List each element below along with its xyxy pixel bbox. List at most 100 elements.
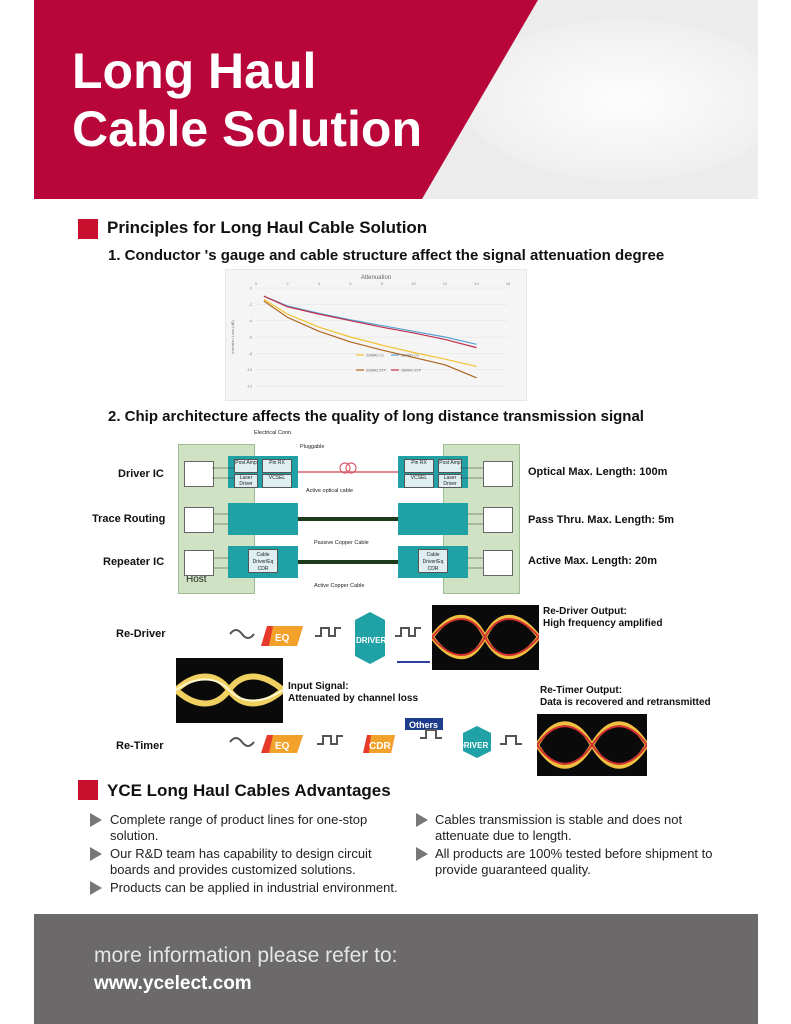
chart-x-tick: 16 xyxy=(506,281,511,286)
input-signal-title: Input Signal: xyxy=(288,681,349,692)
input-signal-desc: Attenuated by channel loss xyxy=(288,693,419,704)
driver-text: DRIVER xyxy=(458,741,488,750)
repeater-ic-label: Repeater IC xyxy=(103,556,165,568)
chart-series-line xyxy=(263,295,477,349)
chart-y-tick: -4 xyxy=(248,318,252,323)
chart-series-line xyxy=(263,295,477,345)
chart-y-tick: -2 xyxy=(248,302,252,307)
advantage-item: Complete range of product lines for one-… xyxy=(110,812,368,843)
chart-x-tick: 10 xyxy=(411,281,416,286)
chart-x-tick: 12 xyxy=(443,281,448,286)
bullet-arrow-icon xyxy=(416,847,428,861)
bullet-arrow-icon xyxy=(90,813,102,827)
active-length-label: Active Max. Length: 20m xyxy=(528,555,657,567)
driver-text: DRIVER xyxy=(356,636,386,645)
host-label: Host xyxy=(186,574,207,585)
chart-x-tick: 4 xyxy=(318,281,321,286)
section-marker-icon xyxy=(78,780,98,800)
vcsel-chip: VCSEL xyxy=(404,474,434,488)
chart-y-tick: -8 xyxy=(248,351,252,356)
others-badge xyxy=(405,718,443,730)
redriver-output-text: Re-Driver Output: High frequency amplifi… xyxy=(543,606,662,630)
retimer-output-title: Re-Timer Output: xyxy=(540,685,623,696)
header-decoration xyxy=(464,20,758,180)
retimer-label: Re-Timer xyxy=(116,740,164,752)
bullet-arrow-icon xyxy=(90,847,102,861)
passive-module-left xyxy=(228,503,298,535)
chart-y-tick: 0 xyxy=(250,286,253,291)
cable-driver-chip: Cable Driver/Eq CDR xyxy=(418,549,448,573)
chart-series-line xyxy=(263,300,477,379)
host-block xyxy=(184,507,214,533)
bullet-arrow-icon xyxy=(416,813,428,827)
passive-module-right xyxy=(398,503,468,535)
wave-icon xyxy=(229,737,255,747)
principle-2: 2. Chip architecture affects the quality… xyxy=(108,408,644,425)
host-block xyxy=(184,550,214,576)
chart-ylabel: Insertion Loss (dB) xyxy=(230,320,235,354)
chart-x-tick: 2 xyxy=(286,281,289,286)
chart-x-tick: 0 xyxy=(255,281,258,286)
laser-driver-chip: Laser Driver xyxy=(234,474,258,488)
electrical-conn-label: Electrical Conn. xyxy=(254,430,293,436)
page-title: Long Haul Cable Solution xyxy=(72,42,422,158)
redriver-output-eye xyxy=(430,605,541,670)
pass-thru-length-label: Pass Thru. Max. Length: 5m xyxy=(528,514,675,526)
retimer-flow: EQ CDR Others DRIVER xyxy=(229,718,522,758)
header-banner xyxy=(34,0,758,199)
advantage-item: All products are 100% tested before ship… xyxy=(435,846,713,877)
chart-series-line xyxy=(263,298,477,367)
square-wave-icon xyxy=(317,735,343,745)
chart-legend-label: 28AWG Cu xyxy=(401,354,419,358)
laser-driver-chip: Laser Driver xyxy=(438,474,462,488)
advantage-item: Products can be applied in industrial en… xyxy=(110,880,398,895)
section-marker-icon xyxy=(78,219,98,239)
redriver-flow: EQ DRIVER xyxy=(229,612,430,664)
advantage-item: Cables transmission is stable and does n… xyxy=(435,812,683,843)
footer xyxy=(34,914,758,1024)
cable-driver-chip: Cable Driver/Eq CDR xyxy=(248,549,278,573)
chart-legend-label: 32AWG Cu xyxy=(366,354,384,358)
driver-ic-label: Driver IC xyxy=(118,468,164,480)
active-copper-cable-label: Active Copper Cable xyxy=(314,583,365,589)
chip-architecture-diagram: Host Electrical Conn. Pluggable Active o… xyxy=(178,428,520,594)
chart-legend-label: 32AWG STP xyxy=(366,369,387,373)
chart-legend-label: 28AWG STP xyxy=(401,369,422,373)
post-amp-chip: Post Amp xyxy=(234,459,258,473)
chart-y-tick: -12 xyxy=(246,384,253,389)
input-signal-text: Input Signal: Attenuated by channel loss xyxy=(288,681,418,705)
redriver-output-desc: High frequency amplified xyxy=(543,618,663,629)
chart-y-tick: -10 xyxy=(246,367,253,372)
host-block xyxy=(184,461,214,487)
bullet-arrow-icon xyxy=(90,881,102,895)
retimer-output-eye xyxy=(535,714,649,776)
square-wave-icon xyxy=(315,627,341,637)
principle-1: 1. Conductor 's gauge and cable structur… xyxy=(108,247,665,264)
section1-title: Principles for Long Haul Cable Solution xyxy=(107,218,428,237)
website-link[interactable]: www.ycelect.com xyxy=(94,973,252,994)
wave-icon xyxy=(229,629,255,639)
host-block xyxy=(483,461,513,487)
chart-y-tick: -6 xyxy=(248,335,252,340)
title-line-1: Long Haul xyxy=(72,43,317,99)
input-signal-eye xyxy=(173,658,285,723)
driver-hex xyxy=(355,612,385,646)
pin-rx-chip: Pin RX xyxy=(262,459,292,473)
chart-title: Attenuation xyxy=(361,275,391,281)
trace-routing-label: Trace Routing xyxy=(92,513,166,525)
retimer-output-desc: Data is recovered and retransmitted xyxy=(540,697,711,708)
chart-x-tick: 8 xyxy=(381,281,384,286)
driver-hex xyxy=(463,726,491,758)
host-block xyxy=(483,550,513,576)
host-block xyxy=(483,507,513,533)
title-line-2: Cable Solution xyxy=(72,101,422,157)
cdr-text: CDR xyxy=(369,741,391,752)
redriver-label: Re-Driver xyxy=(116,628,166,640)
redriver-output-title: Re-Driver Output: xyxy=(543,606,627,617)
optical-length-label: Optical Max. Length: 100m xyxy=(528,466,668,478)
retimer-output-text: Re-Timer Output: Data is recovered and r… xyxy=(540,685,711,709)
post-amp-chip: Post Amp xyxy=(438,459,462,473)
vcsel-chip: VCSEL xyxy=(262,474,292,488)
